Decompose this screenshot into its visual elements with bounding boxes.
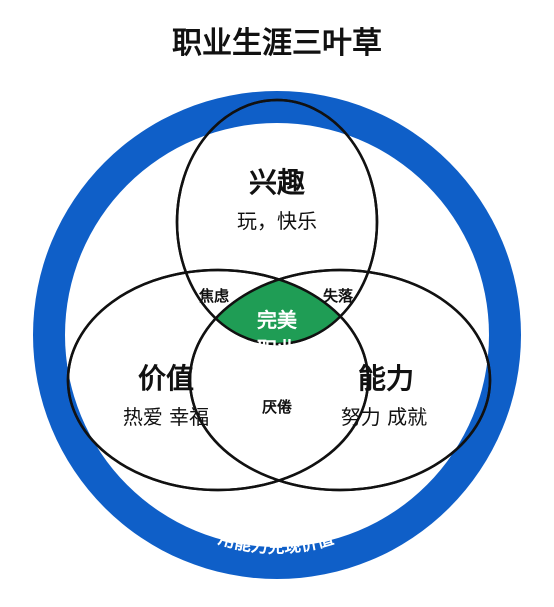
circle-ability-outline [188, 268, 492, 492]
ability-subtitle: 努力 成就 [341, 405, 427, 429]
value-subtitle: 热爱 幸福 [123, 405, 209, 429]
circle-interest-outline [175, 98, 379, 346]
ability-title: 能力 [358, 362, 414, 395]
overlap-interest-value: 焦虑 [198, 287, 229, 305]
center-label-line2: 职业 [257, 337, 297, 361]
center-label-line1: 完美 [257, 308, 298, 332]
overlap-value-ability: 厌倦 [262, 398, 292, 416]
page-title: 职业生涯三叶草 [172, 26, 382, 61]
circle-value-outline [66, 268, 370, 492]
overlap-interest-ability: 失落 [323, 287, 354, 305]
interest-title: 兴趣 [249, 166, 305, 199]
value-title: 价值 [138, 362, 194, 395]
interest-subtitle: 玩，快乐 [237, 209, 317, 233]
